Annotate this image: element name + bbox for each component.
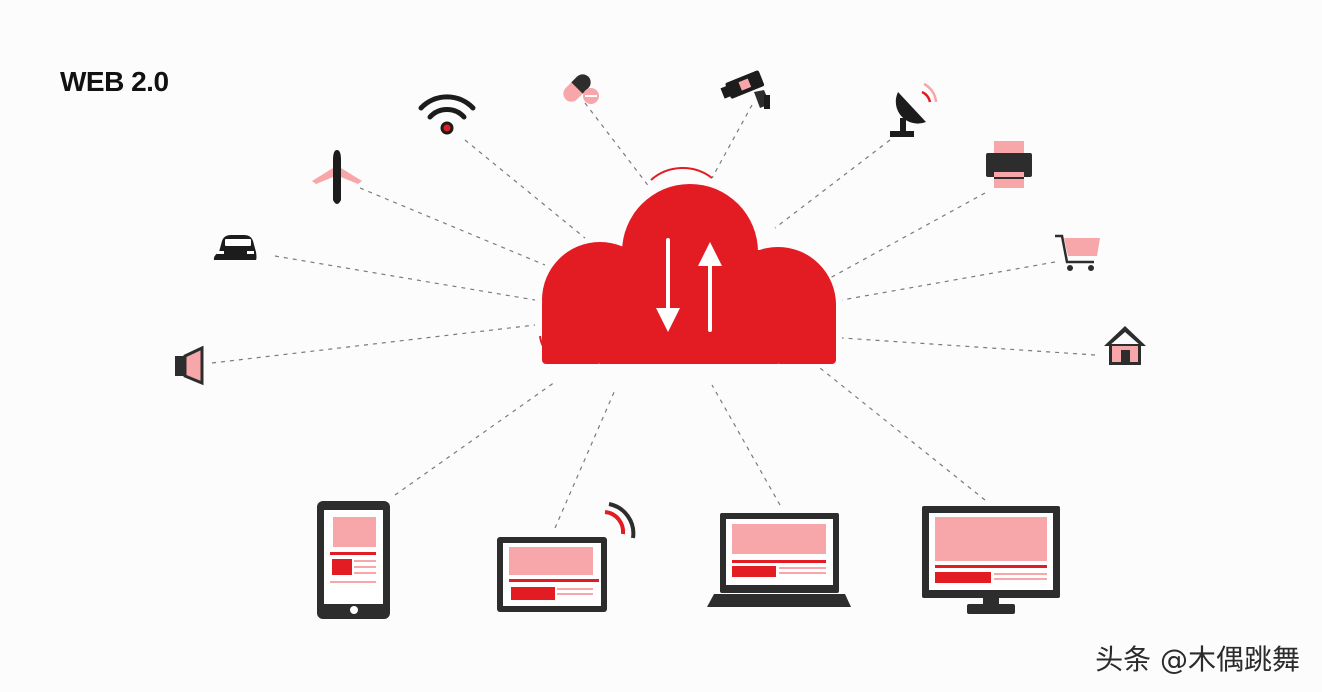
wireless-tablet-icon bbox=[497, 502, 636, 612]
connection-line bbox=[841, 261, 1056, 301]
laptop-icon bbox=[707, 513, 851, 607]
connection-line bbox=[274, 255, 536, 301]
diagram-title: WEB 2.0 bbox=[60, 66, 169, 97]
satellite-dish-icon bbox=[890, 82, 938, 137]
connection-lines bbox=[211, 102, 1096, 529]
connection-line bbox=[711, 104, 753, 179]
airplane-icon bbox=[312, 150, 362, 204]
connection-line bbox=[829, 192, 986, 279]
connection-line bbox=[211, 324, 536, 364]
connection-line bbox=[774, 139, 891, 229]
connection-line bbox=[359, 187, 546, 266]
pill-icon bbox=[563, 74, 599, 104]
security-camera-icon bbox=[720, 70, 770, 109]
speaker-icon bbox=[175, 345, 204, 386]
connection-line bbox=[841, 337, 1096, 356]
connection-line bbox=[464, 139, 586, 239]
connection-line bbox=[819, 367, 986, 501]
desktop-monitor-icon bbox=[922, 506, 1060, 614]
connection-line bbox=[584, 102, 651, 189]
connection-line bbox=[554, 389, 616, 529]
printer-icon bbox=[986, 141, 1032, 188]
shopping-cart-icon bbox=[1055, 234, 1100, 271]
cloud-sync-icon bbox=[539, 167, 836, 364]
wifi-icon bbox=[418, 94, 476, 135]
car-icon bbox=[213, 235, 257, 260]
watermark: 头条 @木偶跳舞 bbox=[1095, 643, 1300, 676]
connection-line bbox=[711, 384, 781, 506]
house-icon bbox=[1104, 326, 1146, 365]
tablet-icon bbox=[317, 501, 390, 619]
connection-line bbox=[394, 381, 556, 496]
